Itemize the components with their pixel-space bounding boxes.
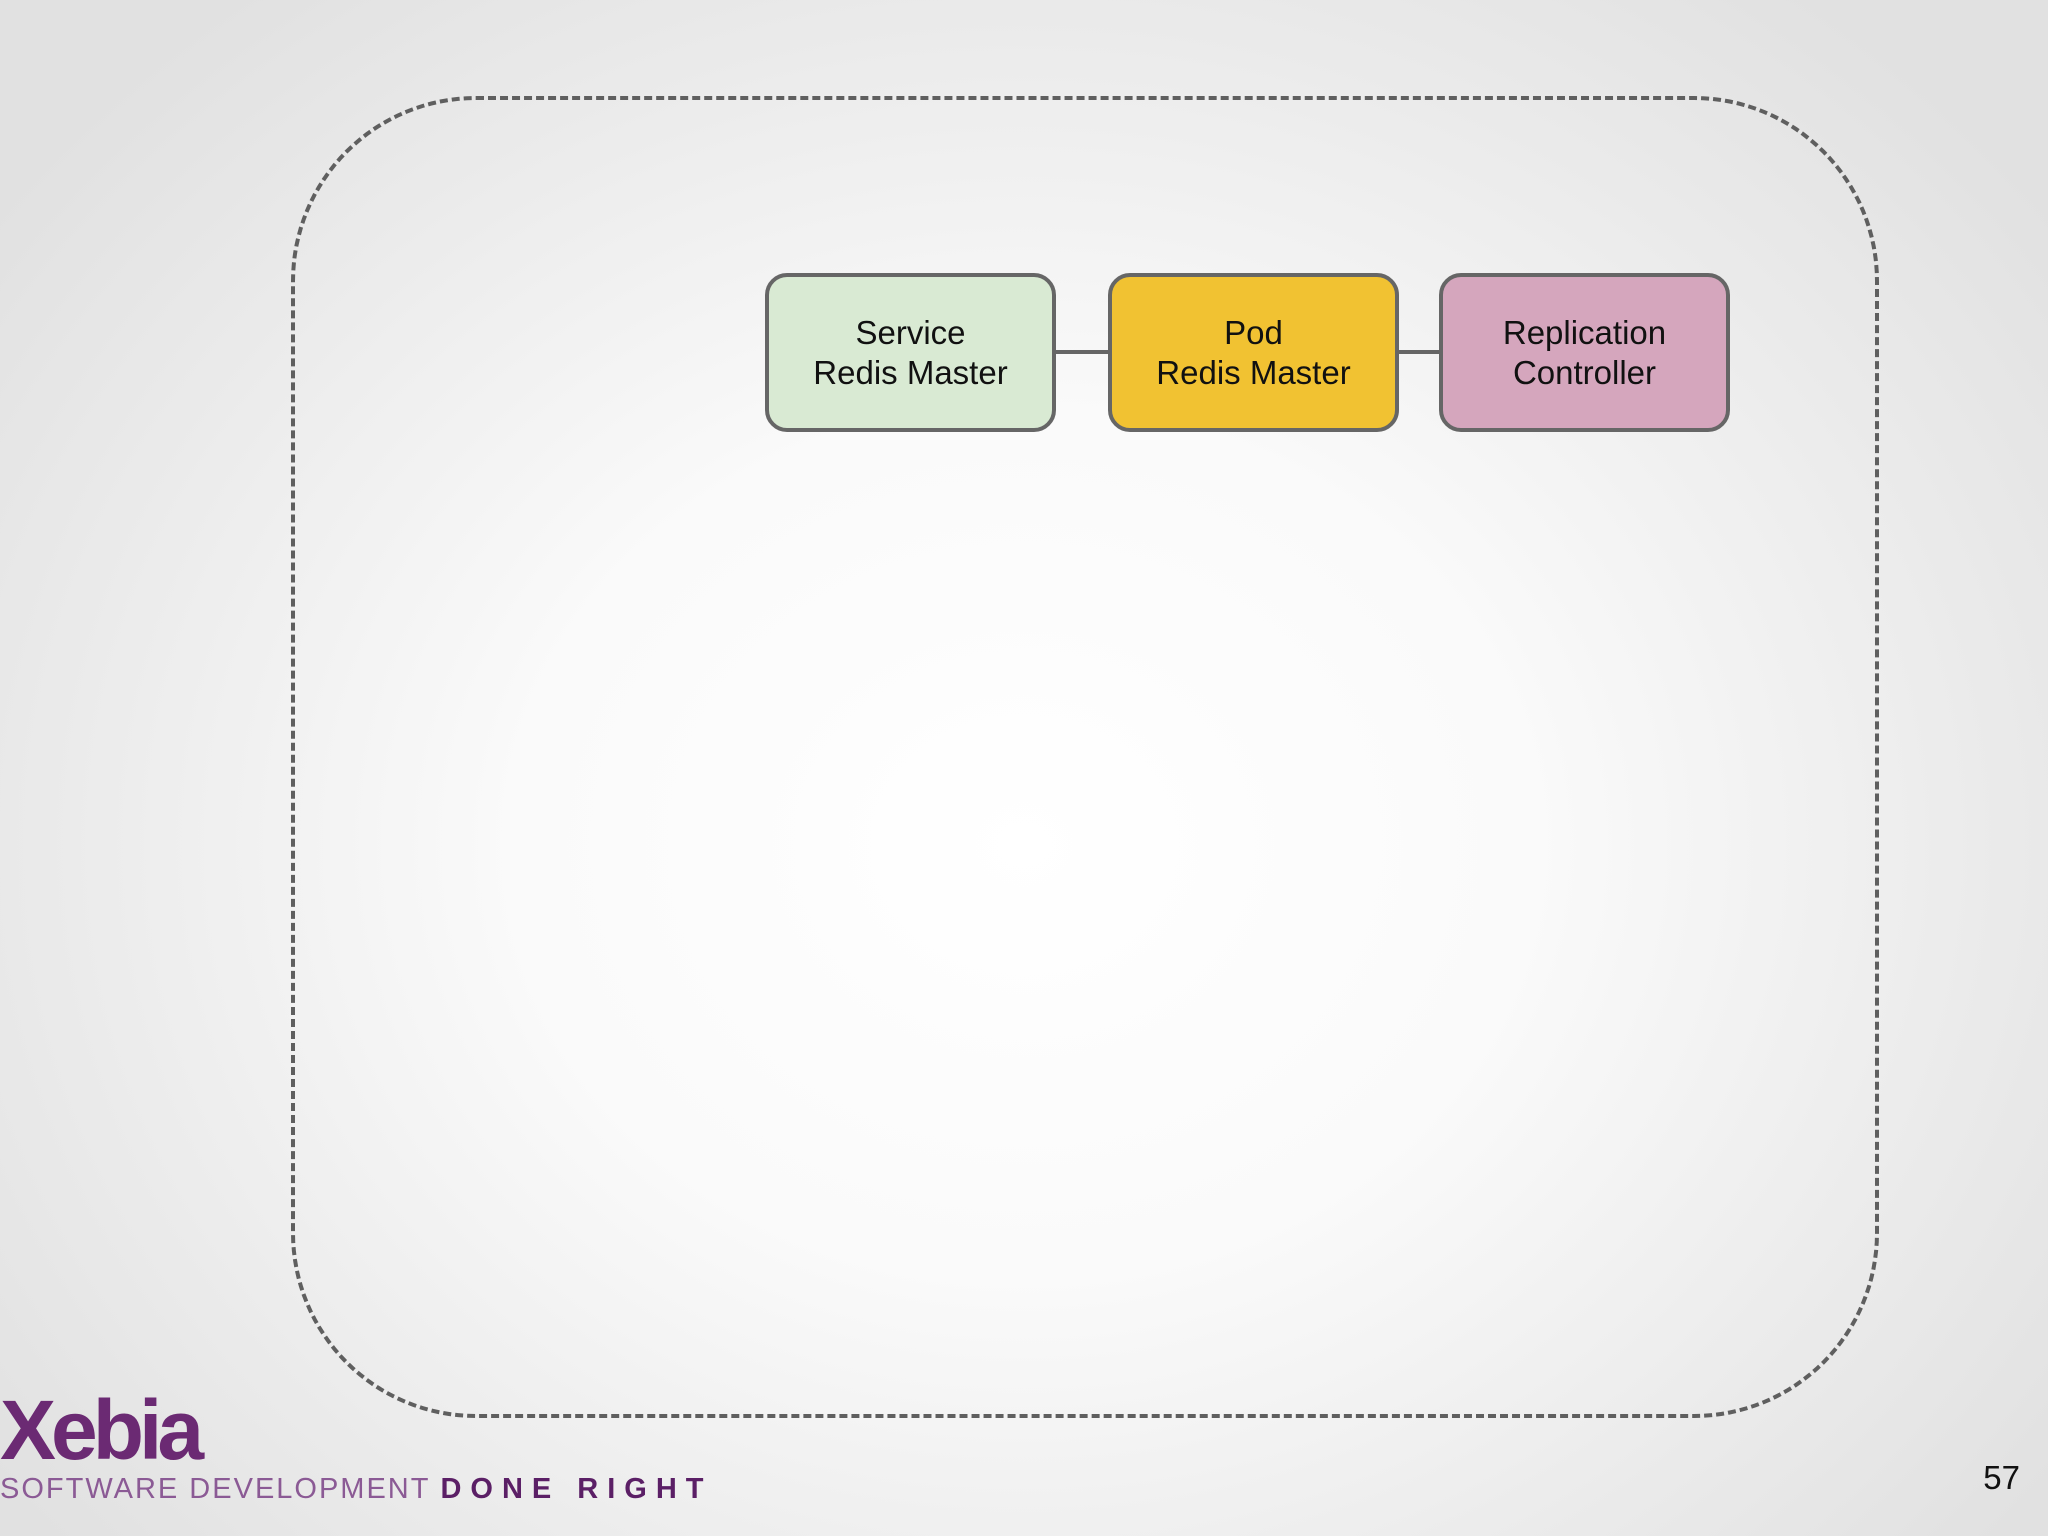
node-label: Replication Controller [1502,313,1667,391]
node-service-redis-master: Service Redis Master [765,273,1056,432]
cluster-boundary [291,96,1879,1418]
logo-wordmark: Xebia [0,1383,204,1477]
node-label: Pod Redis Master [1156,313,1351,391]
node-replication-controller: Replication Controller [1439,273,1730,432]
edge-pod-replication-controller [1397,350,1441,354]
edge-service-pod [1054,350,1110,354]
node-label: Service Redis Master [813,313,1008,391]
tagline: SOFTWARE DEVELOPMENT DONE RIGHT [0,1472,713,1506]
tagline-part2: DONE RIGHT [440,1473,713,1505]
node-pod-redis-master: Pod Redis Master [1108,273,1399,432]
page-number: 57 [1983,1459,2020,1496]
tagline-part1: SOFTWARE DEVELOPMENT [0,1473,431,1505]
